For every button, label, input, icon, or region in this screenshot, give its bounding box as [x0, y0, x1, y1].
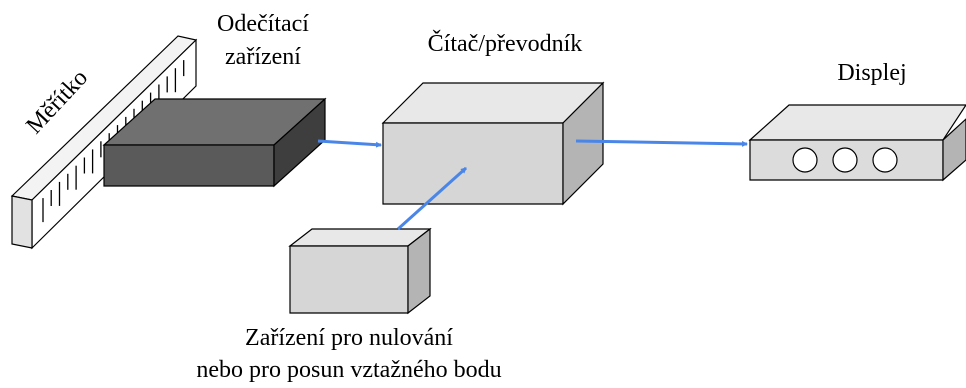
reset-device	[288, 227, 432, 315]
arrow-reset-to-counter	[396, 166, 468, 231]
reading-device-label-line2: zařízení	[225, 44, 301, 70]
display-unit-side	[942, 118, 966, 182]
display-indicator	[872, 147, 898, 173]
display-indicators	[792, 147, 898, 173]
reset-device-front	[289, 245, 409, 314]
reading-device-label-line1: Odečítací	[217, 11, 309, 37]
display-indicator	[832, 147, 858, 173]
arrow-reader-to-counter	[317, 139, 382, 148]
counter-box-front	[382, 122, 564, 205]
counter-converter-box	[381, 81, 605, 206]
reset-device-label-line2: nebo pro posun vztažného bodu	[196, 357, 501, 383]
display-indicator	[792, 147, 818, 173]
reset-device-top	[288, 228, 432, 247]
display-label: Displej	[837, 60, 906, 86]
scale-ruler-end	[11, 195, 33, 249]
display-unit	[748, 104, 966, 182]
display-unit-top	[748, 104, 966, 141]
reading-device	[102, 97, 327, 188]
counter-label: Čítač/převodník	[428, 30, 583, 57]
reset-device-side	[407, 227, 431, 315]
arrow-counter-to-display	[575, 139, 748, 147]
counter-box-side	[562, 81, 604, 206]
reset-device-label-line1: Zařízení pro nulování	[245, 325, 453, 351]
reading-device-front	[103, 144, 275, 187]
